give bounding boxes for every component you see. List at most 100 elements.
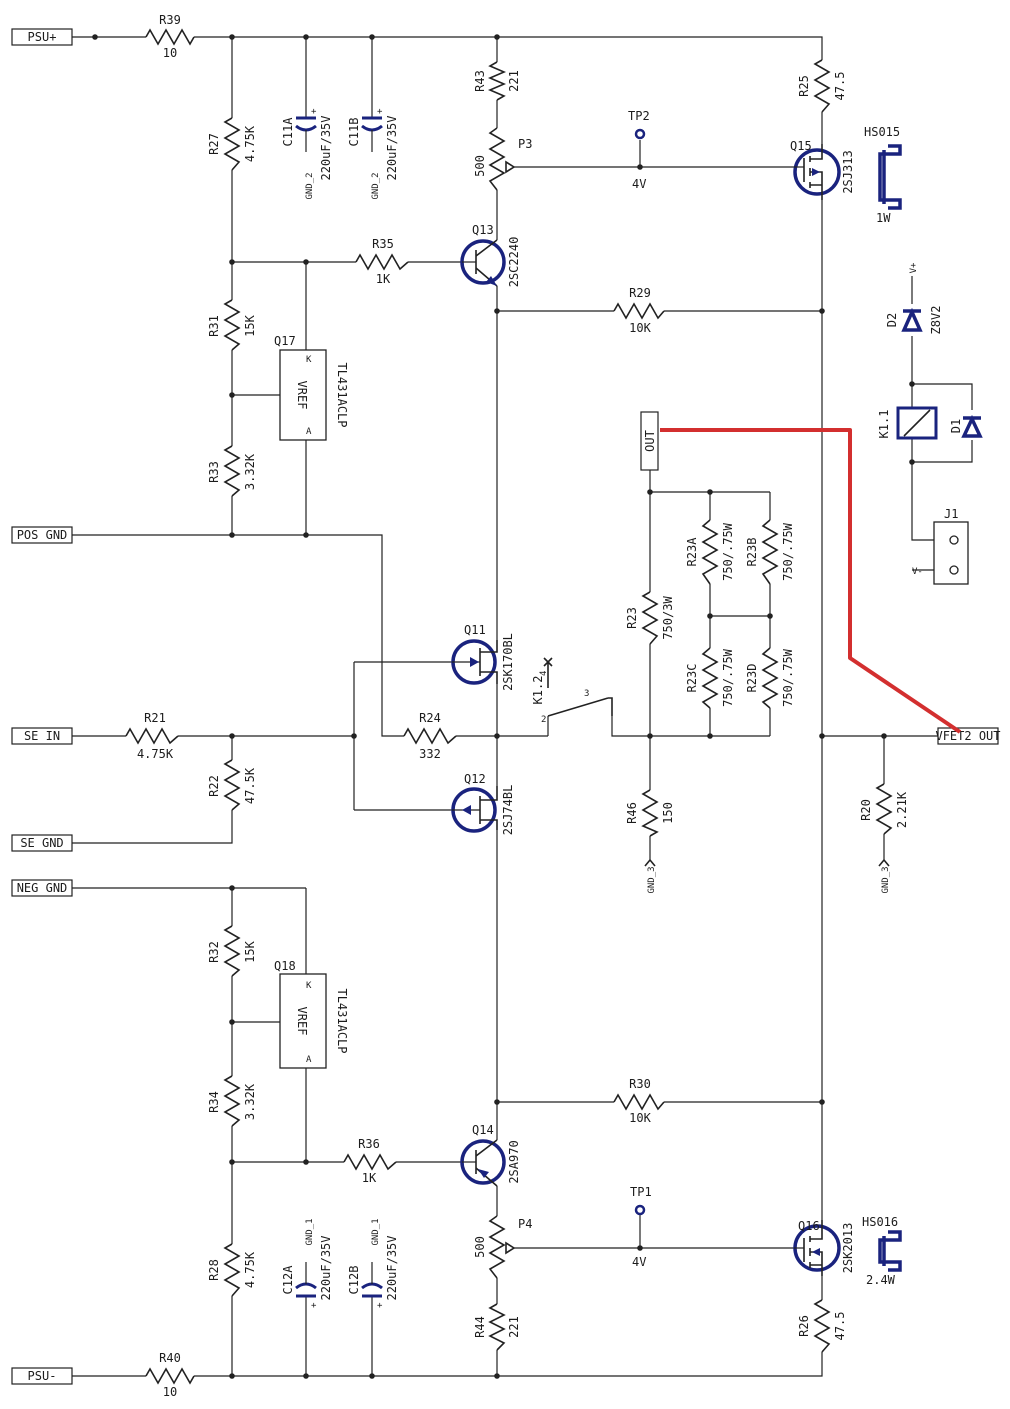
resistor-r31: R31 15K — [207, 299, 257, 351]
capacitor-c12a-value: 220uF/35V — [319, 1235, 333, 1300]
transistor-q13: Q13 2SC2240 — [460, 223, 521, 288]
relay-pin4: 4 — [539, 671, 549, 676]
pot-p4-value: 500 — [473, 1236, 487, 1258]
resistor-r27-value: 4.75K — [243, 125, 257, 162]
relay-coil-k11: K1.1 — [877, 406, 938, 440]
resistor-r23d: R23D 750/.75W — [745, 647, 795, 709]
capacitor-c11b: + C11B 220uF/35V GND_2 — [347, 107, 399, 200]
transistor-q13-ref: Q13 — [472, 223, 494, 237]
resistor-r23a-ref: R23A — [685, 537, 699, 567]
capacitor-c12a-gnd: GND_1 — [305, 1218, 315, 1245]
heatsink-hs015-ref: HS015 — [864, 125, 900, 139]
resistor-r23-value: 750/3W — [661, 596, 675, 640]
port-out: OUT — [640, 411, 659, 471]
diode-d2: D2 Z8V2 — [885, 306, 943, 335]
testpoint-tp1-ref: TP1 — [630, 1185, 652, 1199]
port-psu-plus: PSU+ — [11, 28, 73, 46]
resistor-r21: R21 4.75K — [125, 711, 179, 761]
transistor-q16-ref: Q16 — [798, 1219, 820, 1233]
resistor-r20-value: 2.21K — [895, 791, 909, 828]
connector-j1-ref: J1 — [944, 507, 958, 521]
resistor-r32: R32 15K — [207, 925, 257, 977]
transistor-q15: Q15 2SJ313 — [790, 139, 855, 200]
resistor-r23c-value: 750/.75W — [721, 648, 735, 707]
resistor-r39-value: 10 — [163, 46, 177, 60]
resistor-r25-value: 47.5 — [833, 72, 847, 101]
resistor-r34: R34 3.32K — [207, 1075, 257, 1127]
resistor-r23-ref: R23 — [625, 607, 639, 629]
ground-r46: GND_3 — [644, 858, 657, 894]
relay-contact-ref: K1.2 — [531, 676, 545, 705]
ground-r46-label: GND_3 — [647, 866, 657, 893]
resistor-r23: R23 750/3W — [625, 591, 675, 645]
ref-q17: Q17 VREF K A TL431ACLP — [274, 326, 349, 441]
resistor-r32-ref: R32 — [207, 941, 221, 963]
resistor-r23a: R23A 750/.75W — [685, 519, 735, 585]
resistor-r26: R26 47.5 — [797, 1299, 847, 1353]
resistor-r40: R40 10 — [145, 1351, 195, 1399]
resistor-r20: R20 2.21K — [859, 783, 909, 835]
transistor-q13-part: 2SC2240 — [507, 237, 521, 288]
resistor-r26-ref: R26 — [797, 1315, 811, 1337]
port-psu-minus-label: PSU- — [28, 1369, 57, 1383]
resistor-r36-ref: R36 — [358, 1137, 380, 1151]
port-psu-plus-label: PSU+ — [28, 30, 57, 44]
resistor-r21-ref: R21 — [144, 711, 166, 725]
resistor-r36-value: 1K — [362, 1171, 377, 1185]
resistor-r23a-value: 750/.75W — [721, 522, 735, 581]
resistor-r31-ref: R31 — [207, 315, 221, 337]
resistor-r30: R30 10K — [613, 1077, 665, 1125]
capacitor-c12b-value: 220uF/35V — [385, 1235, 399, 1300]
resistor-r25-ref: R25 — [797, 75, 811, 97]
ground-r20-label: GND_3 — [881, 866, 891, 893]
resistor-r21-value: 4.75K — [137, 747, 174, 761]
resistor-r44: R44 221 — [473, 1303, 521, 1351]
relay-pin3: 3 — [584, 689, 589, 699]
heatsink-hs015-power: 1W — [876, 211, 891, 225]
testpoint-tp1: TP1 4V — [630, 1185, 652, 1269]
resistor-r23c: R23C 750/.75W — [685, 647, 735, 709]
resistor-r43-ref: R43 — [473, 70, 487, 92]
resistor-r40-ref: R40 — [159, 1351, 181, 1365]
resistor-r33-value: 3.32K — [243, 453, 257, 490]
relay-coil-ref: K1.1 — [877, 410, 891, 439]
resistor-r30-ref: R30 — [629, 1077, 651, 1091]
resistor-r24: R24 332 — [403, 711, 457, 761]
ref-q18-pin-a: A — [306, 1055, 312, 1065]
pot-p3: P3 500 — [473, 127, 532, 191]
transistor-q11-part: 2SK170BL — [501, 633, 515, 691]
resistor-r23d-value: 750/.75W — [781, 648, 795, 707]
resistor-r32-value: 15K — [243, 940, 257, 962]
resistor-r23c-ref: R23C — [685, 664, 699, 693]
resistor-r28-value: 4.75K — [243, 1251, 257, 1288]
resistor-r43: R43 221 — [473, 61, 521, 101]
heatsink-hs016: HS016 2.4W — [862, 1215, 902, 1287]
resistor-r27: R27 4.75K — [207, 117, 257, 171]
resistor-r35-ref: R35 — [372, 237, 394, 251]
capacitor-c12b: + C12B 220uF/35V GND_1 — [347, 1218, 399, 1311]
capacitor-c11b-ref: C11B — [347, 118, 361, 147]
svg-text:+: + — [311, 1301, 317, 1311]
ref-q18-pin-k: K — [306, 981, 312, 991]
pot-p3-value: 500 — [473, 155, 487, 177]
resistor-r22-ref: R22 — [207, 775, 221, 797]
transistor-q11: Q11 2SK170BL — [451, 623, 515, 691]
port-vfet2-out: VFET2 OUT — [935, 727, 1001, 745]
capacitor-c11b-gnd: GND_2 — [371, 172, 381, 199]
resistor-r33-ref: R33 — [207, 461, 221, 483]
testpoint-tp2-ref: TP2 — [628, 109, 650, 123]
transistor-q12: Q12 2SJ74BL — [451, 772, 515, 836]
diode-d2-value: Z8V2 — [929, 306, 943, 335]
transistor-q12-part: 2SJ74BL — [501, 785, 515, 836]
diode-d2-ref: D2 — [885, 313, 899, 327]
relay-pin2: 2 — [541, 715, 546, 725]
ref-q17-pin-k: K — [306, 355, 312, 365]
resistor-r34-ref: R34 — [207, 1091, 221, 1113]
ref-q17-pin-a: A — [306, 427, 312, 437]
relay-vplus: V+ — [909, 262, 919, 273]
capacitor-c12a: + C12A 220uF/35V GND_1 — [281, 1218, 333, 1311]
resistor-r34-value: 3.32K — [243, 1083, 257, 1120]
resistor-r46-value: 150 — [661, 802, 675, 824]
wires — [72, 36, 973, 1377]
testpoint-tp1-voltage: 4V — [632, 1255, 646, 1269]
